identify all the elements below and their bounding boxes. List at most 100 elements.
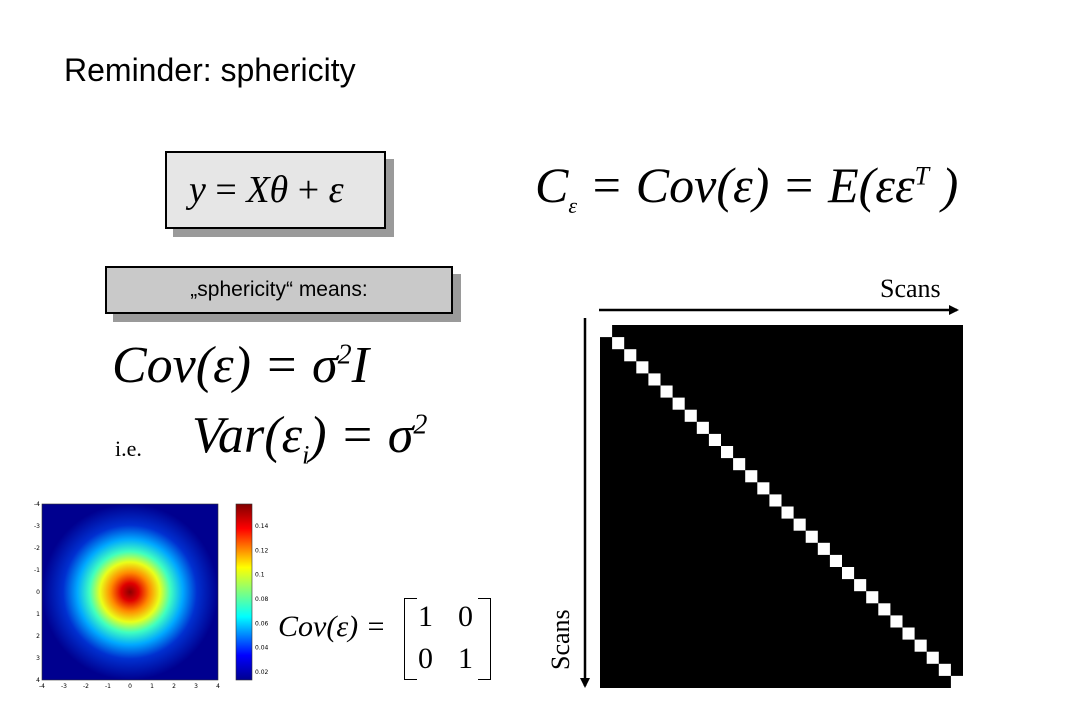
covariance-matrix-lhs: Cov(ε) =: [278, 610, 386, 643]
covariance-definition: Cε = Cov(ε) = E(εεT ): [535, 160, 958, 217]
cov-epsep: εε: [875, 157, 915, 213]
heatmap-gaussian: [42, 504, 218, 680]
diagonal-cell: [660, 385, 673, 398]
identity-diagonal: [600, 325, 963, 688]
heatmap-y-tick: 0: [36, 589, 40, 596]
cov-transpose: T: [914, 161, 930, 191]
diagonal-cell: [793, 518, 806, 531]
ie-label: i.e.: [115, 436, 142, 461]
diagonal-cell: [708, 433, 721, 446]
heatmap-x-tick: 3: [194, 683, 198, 690]
cs-eps: ε: [213, 337, 234, 394]
diagonal-cell: [890, 615, 903, 628]
scans-left-label: Scans: [546, 609, 575, 670]
diagonal-cell: [612, 337, 625, 350]
diagonal-cell: [781, 506, 794, 519]
heatmap-x-tick: 4: [216, 683, 220, 690]
matrix-cell-22: 1: [458, 642, 473, 675]
matrix-cell-11: 1: [418, 600, 433, 633]
diagonal-cell: [733, 458, 746, 471]
colorbar-tick: 0.02: [255, 669, 269, 676]
diagonal-cell: [757, 482, 770, 495]
var-subscript: i: [302, 440, 310, 470]
diagonal-cell: [624, 349, 637, 362]
cov-C-subscript: ε: [568, 193, 578, 218]
heatmap-y-tick: 1: [36, 611, 40, 618]
scans-top-label: Scans: [880, 274, 941, 303]
eq-X: X: [246, 169, 270, 211]
colorbar-tick: 0.08: [255, 596, 269, 603]
sphericity-label-box: „sphericity“ means:: [105, 266, 453, 314]
cs-square: 2: [337, 339, 352, 371]
colorbar-tick: 0.1: [255, 572, 265, 579]
diagonal-cell: [878, 603, 891, 616]
identity-matrix-figure: [580, 305, 963, 688]
cs-part1: Cov(: [112, 337, 214, 394]
diagonal-cell: [926, 651, 939, 664]
diagonal-cell: [854, 579, 867, 592]
heatmap-y-tick: -3: [34, 523, 40, 530]
diagonal-cell: [745, 470, 758, 483]
diagonal-cell: [938, 663, 951, 676]
heatmap-x-tick: -1: [105, 683, 111, 690]
diagonal-cell: [914, 639, 927, 652]
eq-epsilon: ε: [328, 169, 344, 211]
cov-eps: ε: [732, 157, 753, 213]
matrix-right-bracket: [478, 598, 491, 680]
diagonal-cell: [696, 421, 709, 434]
heatmap-x-tick: -4: [39, 683, 45, 690]
colorbar-tick: 0.14: [255, 523, 269, 530]
eq-plus: +: [288, 169, 329, 211]
heatmap-y-tick: 4: [36, 677, 40, 684]
heatmap-x-tick: -2: [83, 683, 89, 690]
heatmap-x-tick: 2: [172, 683, 176, 690]
diagonal-cell: [866, 591, 879, 604]
diagonal-cell: [842, 567, 855, 580]
diagonal-cell: [902, 627, 915, 640]
model-equation: y = Xθ + ε: [189, 171, 344, 209]
heatmap-x-tick: 0: [128, 683, 132, 690]
var-square: 2: [413, 409, 428, 441]
colorbar-tick: 0.06: [255, 620, 269, 627]
colorbar-tick: 0.12: [255, 547, 269, 554]
cs-part2: ) = σ: [233, 337, 338, 394]
diagonal-cell: [600, 325, 613, 338]
matrix-cell-21: 0: [418, 642, 433, 675]
diagonal-cell: [817, 542, 830, 555]
diagonal-cell: [829, 554, 842, 567]
heatmap-y-tick: 2: [36, 633, 40, 640]
cov-part1: = Cov(: [577, 157, 733, 213]
diagonal-cell: [672, 397, 685, 410]
diagonal-cell: [769, 494, 782, 507]
var-eps: ε: [281, 407, 303, 464]
matrix-cell-12: 0: [458, 600, 473, 633]
heatmap-y-tick: -1: [34, 567, 40, 574]
matrix-left-bracket: [404, 598, 417, 680]
colorbar-ticks: 0.14 0.12 0.1 0.08 0.06 0.04 0.02: [255, 523, 269, 676]
eq-equals: =: [205, 169, 247, 211]
heatmap-x-tick: -3: [61, 683, 67, 690]
heatmap-y-tick: 3: [36, 655, 40, 662]
diagonal-cell: [684, 409, 697, 422]
slide-title: Reminder: sphericity: [64, 52, 356, 88]
colorbar-tick: 0.04: [255, 645, 269, 652]
covariance-sigma-identity: Cov(ε) = σ2I: [112, 340, 369, 392]
diagonal-cell: [805, 530, 818, 543]
cs-I: I: [351, 337, 369, 394]
eq-theta: θ: [269, 169, 289, 211]
variance-equation: Var(εi) = σ2: [192, 410, 427, 468]
diagonal-cell: [636, 361, 649, 374]
cov-C: C: [535, 157, 569, 213]
heatmap-y-tick: -4: [34, 501, 40, 508]
sphericity-label: „sphericity“ means:: [190, 278, 368, 301]
heatmap-frame: [41, 503, 219, 681]
cov-part3: ): [929, 157, 959, 213]
diagonal-cell: [721, 446, 734, 459]
var-part2: ) = σ: [309, 407, 414, 464]
diagonal-cell: [648, 373, 661, 386]
heatmap-y-ticks: -4 -3 -2 -1 0 1 2 3 4: [34, 501, 40, 684]
heatmap-y-tick: -2: [34, 545, 40, 552]
model-equation-box: y = Xθ + ε: [165, 151, 386, 229]
